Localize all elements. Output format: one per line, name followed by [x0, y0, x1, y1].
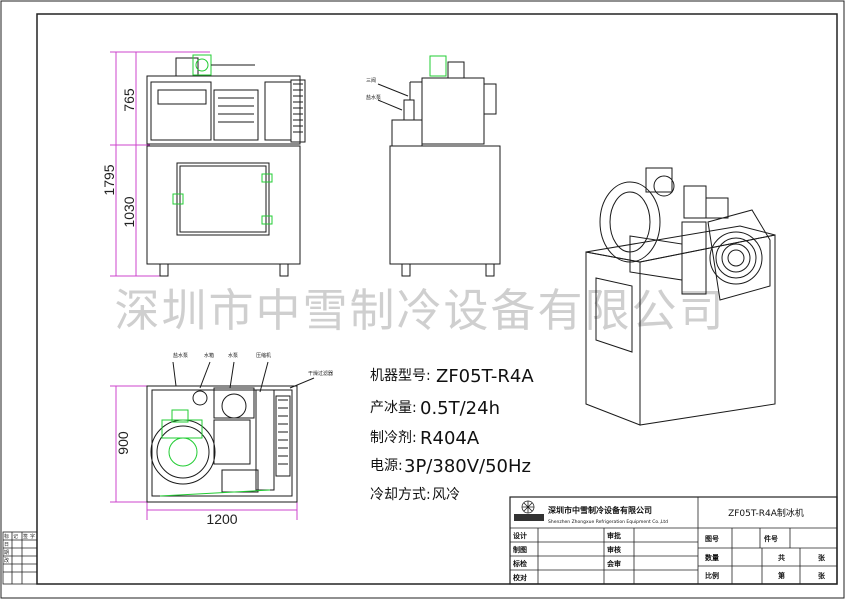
spec-label: 电源:: [370, 458, 403, 474]
total-sheets-label: 共: [778, 553, 785, 562]
label-plan-dry-filter: 干燥过滤器: [308, 370, 333, 377]
spec-value: R404A: [420, 428, 480, 449]
revision-block: [2, 531, 38, 585]
side-view: [377, 55, 501, 277]
spec-value: 风冷: [432, 487, 460, 503]
dim-front-upper: 765: [121, 88, 137, 112]
sheet-number-label: 第: [778, 571, 785, 580]
title-block-grid: [509, 496, 838, 585]
label-valve: 三阀: [366, 77, 376, 84]
row-label-check: 标检: [512, 559, 527, 568]
spec-value: 0.5T/24h: [420, 398, 500, 419]
label-plan-compressor: 压缩机: [256, 352, 271, 359]
revision-row-3: 改: [4, 557, 9, 564]
row-label-countersign: 会审: [607, 559, 621, 568]
sheet-number-unit: 张: [818, 571, 826, 580]
label-side-salt-pump: 盐水泵: [366, 94, 381, 101]
company-logo-icon: [514, 500, 544, 521]
dim-plan-width: 1200: [206, 511, 237, 527]
label-plan-water-pump: 水泵: [228, 352, 238, 359]
plan-view: [110, 361, 315, 520]
row-label-design: 设计: [513, 531, 527, 540]
revision-row-1: 日: [4, 542, 9, 548]
part-no-label: 件号: [764, 534, 778, 543]
inner-border: [36, 13, 838, 585]
row-label-draft: 制图: [513, 545, 527, 554]
spec-value: 3P/380V/50Hz: [404, 456, 531, 477]
dim-front-lower: 1030: [121, 196, 137, 227]
spec-label: 冷却方式:: [370, 487, 431, 503]
company-name-cn: 深圳市中雪制冷设备有限公司: [548, 505, 652, 515]
scale-label: 比例: [705, 571, 719, 580]
drawing-no-label: 图号: [705, 534, 719, 543]
spec-label: 产冰量:: [370, 400, 417, 416]
watermark-text: 深圳市中雪制冷设备有限公司: [114, 284, 725, 337]
spec-value: ZF05T-R4A: [436, 366, 534, 387]
row-label-review: 审核: [607, 545, 621, 554]
row-label-approve: 审批: [607, 531, 621, 540]
drawing-title: ZF05T-R4A制冰机: [728, 507, 804, 519]
company-name-en: Shenzhen Zhongxue Refrigeration Equipmen…: [548, 519, 668, 525]
revision-header-2: 记: [13, 533, 18, 540]
spec-list: 机器型号: ZF05T-R4A 产冰量: 0.5T/24h 制冷剂: R404A…: [370, 366, 534, 503]
spec-label: 制冷剂:: [370, 430, 417, 446]
isometric-view: [585, 167, 776, 426]
total-sheets-unit: 张: [818, 553, 826, 562]
dim-plan-depth: 900: [115, 431, 131, 455]
front-view: [110, 51, 306, 277]
dim-front-total: 1795: [101, 164, 117, 195]
revision-row-2: 期: [4, 550, 9, 556]
row-label-proof: 校对: [513, 573, 527, 582]
quantity-label: 数量: [705, 553, 719, 562]
revision-header-1: 标: [4, 533, 9, 540]
label-plan-water-tank: 水箱: [204, 352, 214, 359]
revision-header-4: 字: [30, 533, 35, 540]
revision-header-3: 签: [23, 533, 28, 540]
label-plan-salt-pump: 盐水泵: [173, 352, 188, 359]
spec-label: 机器型号:: [370, 368, 431, 384]
